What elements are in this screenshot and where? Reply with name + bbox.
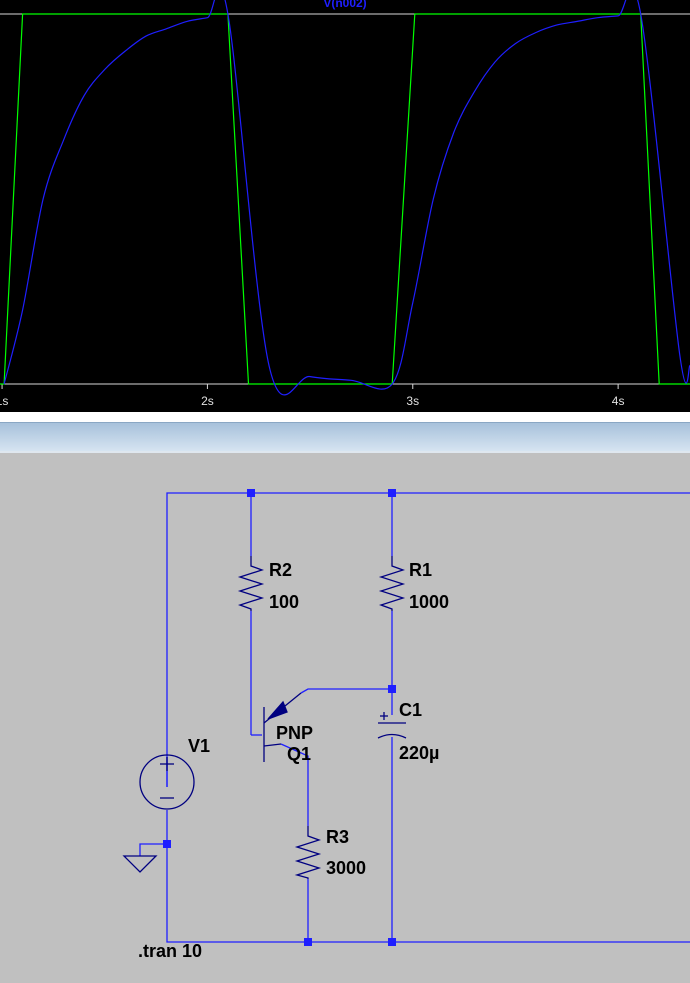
junction-dot	[247, 489, 255, 497]
junction-dot	[388, 489, 396, 497]
junction-dot	[304, 938, 312, 946]
x-tick-label: 3s	[406, 394, 419, 408]
schematic-canvas[interactable]: R2 100 R1 1000 C1 220µ V1 PNP Q1 R3 3000…	[0, 453, 690, 983]
junction-dot	[388, 938, 396, 946]
r3-value[interactable]: 3000	[326, 858, 367, 878]
wires	[139, 492, 690, 943]
ground-icon[interactable]	[122, 855, 158, 873]
r1-symbol[interactable]	[378, 556, 406, 611]
junction-dot	[388, 685, 396, 693]
tran-directive[interactable]: .tran 10	[138, 941, 203, 961]
trace-input-square-wave[interactable]	[0, 13, 690, 385]
x-tick-label: 1s	[0, 394, 8, 408]
r1-value[interactable]: 1000	[409, 592, 450, 612]
r3-symbol[interactable]	[294, 826, 322, 879]
waveform-plot[interactable]: 1s 2s 3s 4s	[0, 0, 690, 412]
waveform-pane[interactable]: 1s 2s 3s 4s V(n002)	[0, 0, 690, 412]
wire-collector[interactable]	[280, 743, 309, 826]
q1-emitter-arrow	[267, 700, 288, 720]
pane-gap	[0, 412, 690, 422]
r2-value[interactable]: 100	[269, 592, 300, 612]
window-titlebar-splitter[interactable]	[0, 422, 690, 452]
trace-v-n002[interactable]	[3, 0, 690, 396]
v1-symbol[interactable]	[139, 754, 195, 810]
r2-name[interactable]: R2	[269, 560, 293, 580]
wire-emitter[interactable]	[300, 688, 392, 694]
trace-label[interactable]: V(n002)	[323, 0, 367, 10]
junctions	[163, 489, 396, 946]
q1-type[interactable]: PNP	[276, 723, 314, 743]
q1-name[interactable]: Q1	[287, 744, 312, 764]
r2-symbol[interactable]	[237, 556, 265, 611]
x-tick-label: 4s	[612, 394, 625, 408]
r1-name[interactable]: R1	[409, 560, 433, 580]
pane-border	[0, 451, 690, 453]
wire-v1-gnd[interactable]	[166, 810, 690, 943]
r3-name[interactable]: R3	[326, 827, 350, 847]
c1-value[interactable]: 220µ	[399, 743, 440, 763]
schematic-drawing[interactable]	[0, 453, 690, 983]
junction-dot	[163, 840, 171, 848]
c1-bottom-plate[interactable]	[377, 733, 407, 739]
wire-top[interactable]	[166, 492, 690, 787]
c1-name[interactable]: C1	[399, 700, 423, 720]
wire-gnd-stub[interactable]	[139, 843, 167, 856]
v1-name[interactable]: V1	[188, 736, 211, 756]
q1-collector-leg[interactable]	[263, 743, 282, 747]
x-tick-label: 2s	[201, 394, 214, 408]
